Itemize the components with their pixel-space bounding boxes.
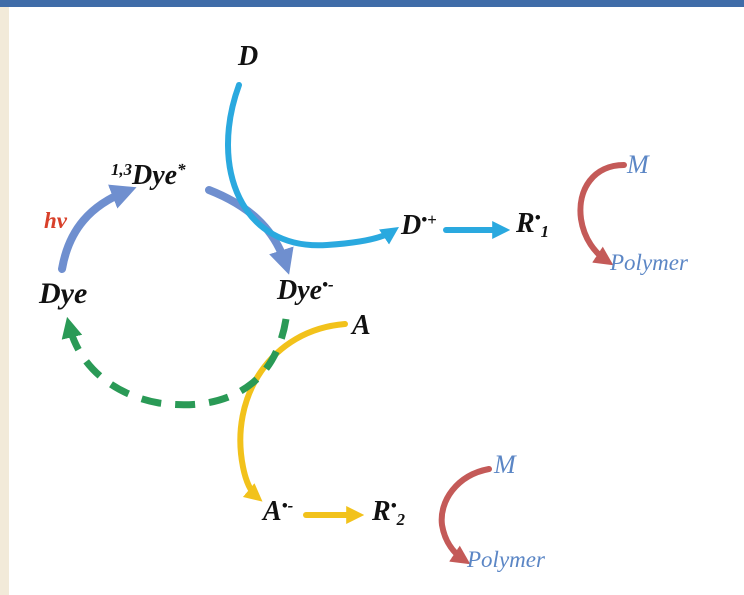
excited-dye-sup: * [177,159,186,179]
dye-radical-anion-label: Dye•- [277,274,334,306]
hv-label: hv [44,208,67,233]
polymer-label-bottom: Polymer [467,547,545,572]
acceptor-radical-anion-label: A•- [263,495,294,527]
diagram-arrows [58,82,627,565]
donor-arrow [225,82,399,249]
donor-label: D [238,41,259,72]
monomer-label-bottom: M [494,450,516,479]
radical-r1-sub: 1 [540,222,549,242]
polymer-label-top: Polymer [610,250,688,275]
acceptor-label: A [352,310,371,341]
acceptor-arrow [237,321,348,502]
donor-radical-cation-label: D•+ [401,209,437,241]
acceptor-radical-anion-sup: •- [281,495,294,515]
excited-dye-prefix: 1,3 [111,159,132,179]
dye-radical-anion-main: Dye [277,275,323,306]
donor-radical-cation-sup: •+ [421,209,437,229]
radical-r1-sup: • [534,207,541,227]
dye-to-radical-anion-arrow [205,186,294,275]
radical-r1-main: R [516,208,535,239]
dye-radical-anion-sup: •- [322,274,334,294]
frame-top-border [0,0,744,7]
excited-dye-main: Dye [131,160,178,191]
polymerization-arrow-top [577,162,627,266]
diagram-canvas: D 1,3Dye* hv Dye Dye•- A D•+ R•1 M Polym… [9,7,744,595]
dye-label: Dye [39,277,88,310]
radical-r2-label: R•2 [372,495,405,530]
radical-r1-label: R•1 [516,207,549,242]
donor-radical-cation-main: D [401,210,422,241]
radical-r2-main: R [372,496,391,527]
acceptor-radical-anion-main: A [263,496,282,527]
radical-r2-sub: 2 [396,510,405,530]
excited-dye-label: 1,3Dye* [111,159,186,191]
monomer-label-top: M [627,150,649,179]
radical-r2-sup: • [390,495,397,515]
regeneration-dashed-arrow [61,316,290,409]
polymerization-arrow-bottom [438,466,492,565]
excitation-arrow [58,184,137,273]
